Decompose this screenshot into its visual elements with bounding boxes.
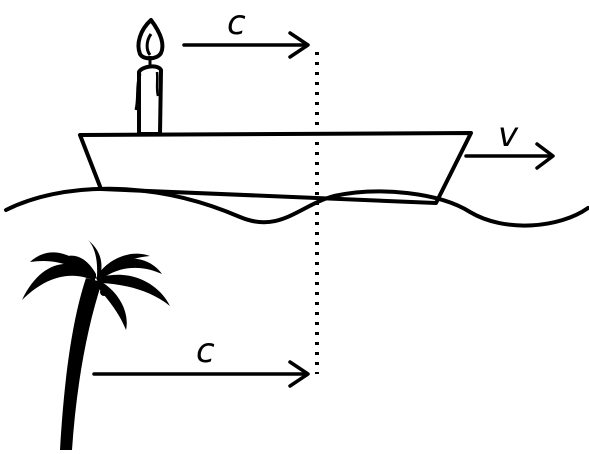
light-speed-label-bottom: c [196, 331, 215, 371]
light-arrow-top [184, 33, 308, 57]
boat-speed-label: v [498, 115, 519, 155]
palm-tree-icon [22, 240, 170, 450]
candle-flame [138, 20, 162, 58]
light-speed-label-top: c [227, 3, 246, 43]
palm-trunk [60, 278, 102, 450]
candle-icon [136, 20, 162, 134]
candle-drip [157, 72, 158, 96]
